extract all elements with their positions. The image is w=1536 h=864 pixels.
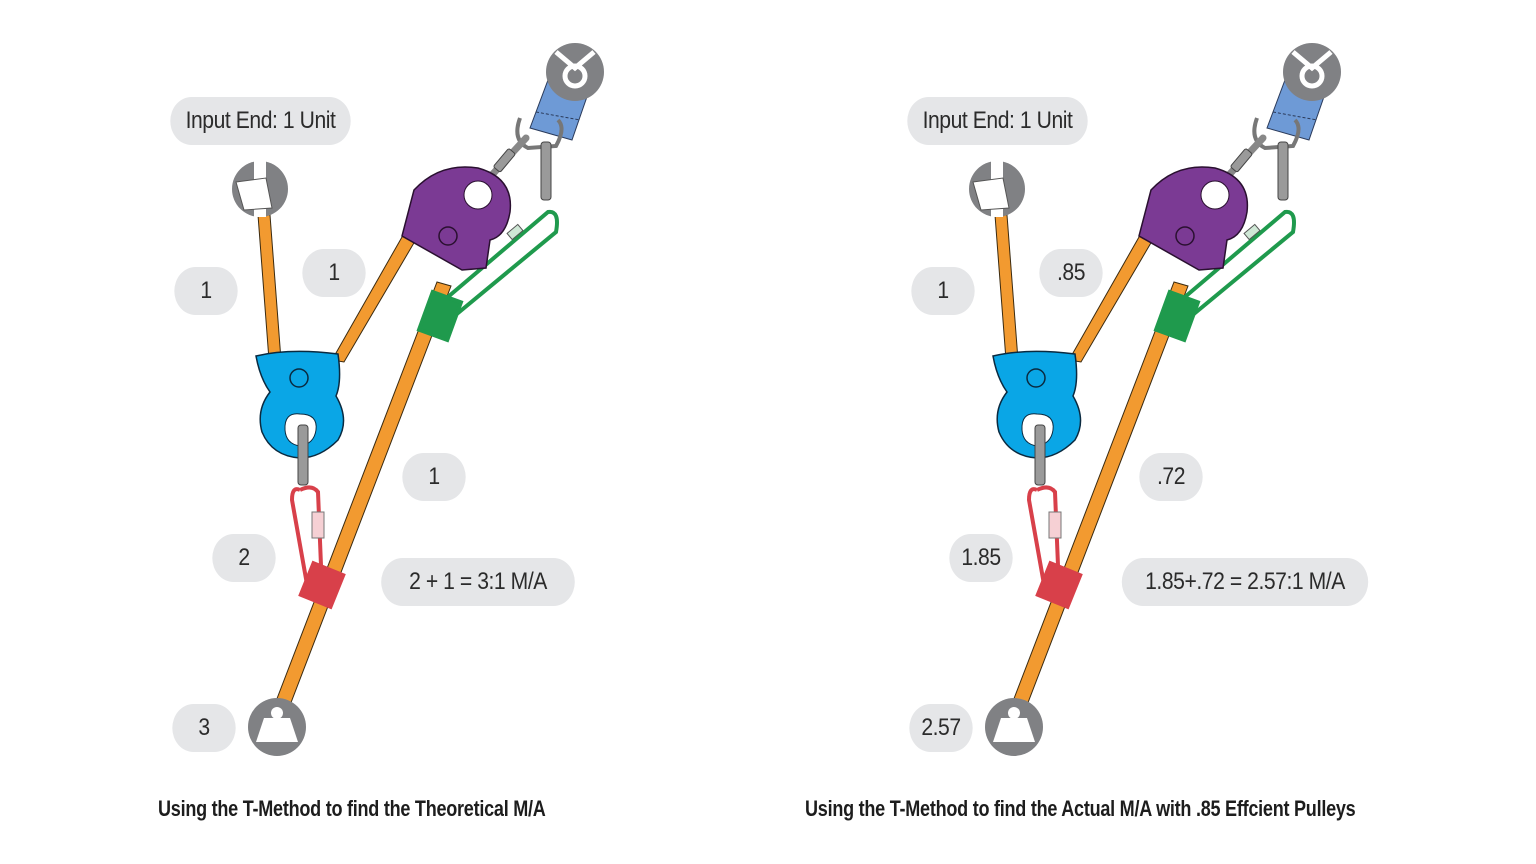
load-weight-icon [248, 698, 306, 756]
load-value: 3 [172, 704, 236, 752]
red-prusik [289, 485, 346, 610]
pulley-system-illustration [969, 43, 1341, 756]
green-prusik [416, 209, 559, 343]
anchor-icon [546, 43, 604, 101]
input-leg-value: 1 [911, 267, 975, 315]
hand-grip-icon [232, 161, 288, 217]
load-weight-icon [985, 698, 1043, 756]
red-prusik [1026, 485, 1083, 610]
lower-leg-value: .72 [1139, 453, 1203, 501]
input-end-label: Input End: 1 Unit [907, 97, 1088, 145]
hand-grip-icon [969, 161, 1025, 217]
ma-equation: 1.85+.72 = 2.57:1 M/A [1121, 558, 1369, 606]
ma-equation: 2 + 1 = 3:1 M/A [381, 558, 575, 606]
pulley-system-illustration [232, 43, 604, 756]
caption-actual: Using the T-Method to find the Actual M/… [805, 796, 1356, 821]
swivel [297, 424, 309, 486]
upper-leg-value: 1 [302, 249, 366, 297]
theoretical-ma-diagram: Input End: 1 Unit 1 1 1 2 2 + 1 = 3:1 M/… [158, 43, 604, 821]
blue-pulley [992, 350, 1082, 459]
blue-pulley-leg-value: 2 [212, 534, 276, 582]
actual-ma-diagram: Input End: 1 Unit 1 .85 .72 1.85 1.85+.7… [737, 0, 1505, 864]
green-prusik [1153, 209, 1296, 343]
caption-theoretical: Using the T-Method to find the Theoretic… [158, 796, 546, 821]
input-end-label: Input End: 1 Unit [170, 97, 351, 145]
blue-pulley-leg-value: 1.85 [949, 534, 1013, 582]
purple-pulley [1138, 166, 1249, 271]
lower-leg-value: 1 [402, 453, 466, 501]
load-value: 2.57 [909, 704, 973, 752]
anchor-icon [1283, 43, 1341, 101]
purple-pulley [401, 166, 512, 271]
input-leg-value: 1 [174, 267, 238, 315]
swivel [1034, 424, 1046, 486]
upper-leg-value: .85 [1039, 249, 1103, 297]
